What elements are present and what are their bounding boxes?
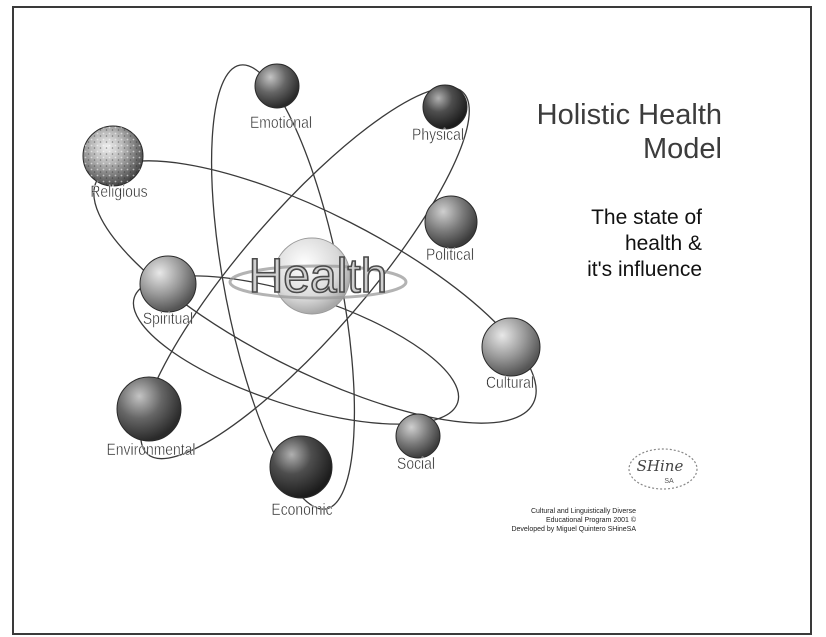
subtitle-line-1: The state of	[587, 205, 702, 231]
credits-line-3: Developed by Miguel Quintero SHineSA	[511, 525, 636, 534]
planet-physical	[423, 85, 467, 129]
label-emotional: Emotional	[250, 114, 312, 133]
subtitle-line-2: health &	[587, 231, 702, 257]
label-physical: Physical	[412, 126, 464, 145]
shine-logo-subtext: SA	[664, 478, 674, 485]
title-line-2: Model	[537, 132, 722, 166]
shine-logo-text: SHine	[637, 457, 684, 475]
planet-environmental	[117, 377, 181, 441]
label-environmental: Environmental	[106, 441, 195, 460]
label-political: Political	[426, 246, 474, 265]
label-social: Social	[397, 455, 435, 474]
planet-social	[396, 414, 440, 458]
diagram-subtitle: The state of health & it's influence	[587, 205, 702, 283]
title-line-1: Holistic Health	[537, 98, 722, 132]
subtitle-line-3: it's influence	[587, 257, 702, 283]
health-center-label: Health	[249, 250, 388, 303]
planet-cultural	[482, 318, 540, 376]
label-economic: Economic	[271, 501, 332, 520]
planet-emotional	[255, 64, 299, 108]
planet-spiritual	[140, 256, 196, 312]
diagram-title: Holistic Health Model	[537, 98, 722, 166]
planet-religious-texture	[83, 126, 143, 186]
credits-text: Cultural and Linguistically Diverse Educ…	[511, 507, 636, 534]
credits-line-2: Educational Program 2001 ©	[511, 516, 636, 525]
planet-economic	[270, 436, 332, 498]
credits-line-1: Cultural and Linguistically Diverse	[511, 507, 636, 516]
label-religious: Religious	[90, 183, 147, 202]
label-spiritual: Spiritual	[143, 310, 193, 329]
label-cultural: Cultural	[486, 374, 534, 393]
planet-political	[425, 196, 477, 248]
